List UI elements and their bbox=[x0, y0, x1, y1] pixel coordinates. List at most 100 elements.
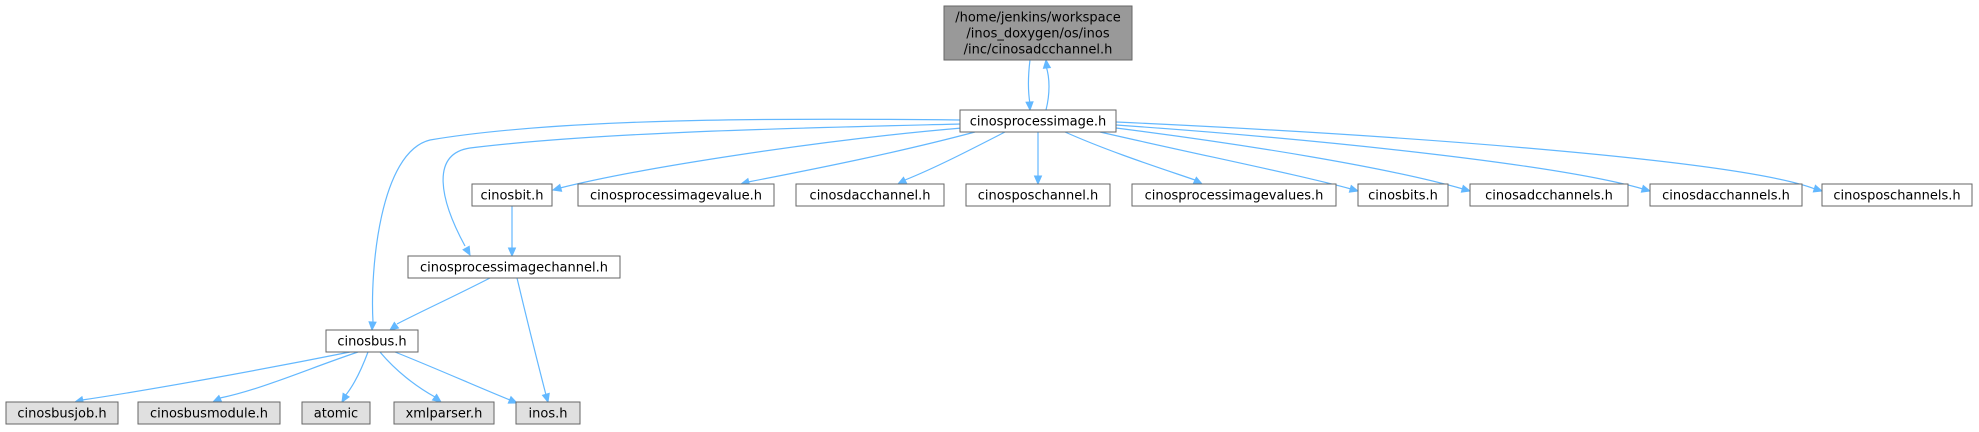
node-label: cinosbus.h bbox=[337, 335, 406, 350]
node-box bbox=[577, 183, 775, 207]
edge-arrowhead bbox=[341, 392, 351, 404]
edge-line bbox=[1099, 131, 1352, 190]
edge-line bbox=[442, 123, 961, 247]
edge-pimage-to-bit bbox=[551, 127, 963, 192]
edge-arrowhead bbox=[896, 176, 908, 185]
edge-bus-to-busmod bbox=[211, 351, 359, 403]
edge-bus-to-xml bbox=[379, 351, 443, 403]
node-label: cinosbusmodule.h bbox=[150, 407, 268, 422]
edge-line bbox=[1115, 124, 1644, 190]
edge-arrowhead bbox=[462, 245, 471, 257]
edge-bus-to-atomic bbox=[341, 351, 369, 404]
edge-line bbox=[1115, 127, 1464, 190]
edge-pimage-to-adcs bbox=[1115, 127, 1472, 193]
edge-pichan-to-bus bbox=[388, 277, 491, 331]
edge-line bbox=[516, 277, 547, 396]
nodes-layer: /home/jenkins/workspace/inos_doxygen/os/… bbox=[5, 5, 1973, 425]
node-label: cinosprocessimagechannel.h bbox=[420, 261, 608, 276]
edge-arrowhead bbox=[211, 394, 223, 403]
node-label: cinosposchannels.h bbox=[1833, 189, 1960, 204]
node-label: cinosbusjob.h bbox=[17, 407, 106, 422]
edge-arrowhead bbox=[1460, 184, 1472, 193]
node-box bbox=[301, 401, 371, 425]
edge-bit-to-pichan bbox=[507, 206, 517, 258]
edge-arrowhead bbox=[507, 247, 517, 258]
node-box bbox=[5, 401, 119, 425]
edge-arrowhead bbox=[1192, 176, 1204, 185]
node-dacs[interactable]: cinosdacchannels.h bbox=[1649, 183, 1803, 207]
node-adcs[interactable]: cinosadcchannels.h bbox=[1469, 183, 1629, 207]
node-label: cinosprocessimagevalues.h bbox=[1145, 189, 1324, 204]
edge-line bbox=[1045, 65, 1050, 111]
node-box bbox=[471, 183, 553, 207]
edge-arrowhead bbox=[1033, 175, 1043, 186]
edge-arrowhead bbox=[388, 321, 400, 331]
node-root[interactable]: /home/jenkins/workspace/inos_doxygen/os/… bbox=[943, 5, 1133, 61]
edge-arrowhead bbox=[1348, 184, 1360, 193]
node-pos[interactable]: cinosposchannel.h bbox=[965, 183, 1111, 207]
node-dac[interactable]: cinosdacchannel.h bbox=[795, 183, 945, 207]
edge-bus-to-busjob bbox=[73, 351, 351, 405]
edge-pimage-to-poss bbox=[1115, 121, 1824, 193]
node-box bbox=[795, 183, 945, 207]
node-box bbox=[1649, 183, 1803, 207]
edge-line bbox=[394, 351, 511, 401]
node-bits[interactable]: cinosbits.h bbox=[1357, 183, 1449, 207]
edge-arrowhead bbox=[431, 393, 443, 403]
node-inos[interactable]: inos.h bbox=[515, 401, 581, 425]
node-box bbox=[959, 109, 1117, 133]
node-xml[interactable]: xmlparser.h bbox=[393, 401, 495, 425]
node-pivalues[interactable]: cinosprocessimagevalues.h bbox=[1131, 183, 1337, 207]
edge-pimage-to-bus bbox=[368, 118, 961, 332]
edge-line bbox=[1115, 121, 1816, 190]
node-bit[interactable]: cinosbit.h bbox=[471, 183, 553, 207]
node-label: /inos_doxygen/os/inos bbox=[966, 27, 1109, 42]
edge-arrowhead bbox=[1025, 101, 1034, 112]
edge-line bbox=[344, 351, 369, 397]
node-pivalue[interactable]: cinosprocessimagevalue.h bbox=[577, 183, 775, 207]
edge-pimage-to-dac bbox=[896, 131, 1006, 185]
edge-root-to-pimage bbox=[1025, 59, 1034, 112]
node-label: cinosprocessimage.h bbox=[970, 115, 1107, 130]
node-bus[interactable]: cinosbus.h bbox=[325, 329, 419, 353]
node-label: cinosadcchannels.h bbox=[1485, 189, 1613, 204]
node-label: cinosprocessimagevalue.h bbox=[590, 189, 762, 204]
node-label: cinosdacchannel.h bbox=[810, 189, 931, 204]
node-busjob[interactable]: cinosbusjob.h bbox=[5, 401, 119, 425]
edge-line bbox=[396, 277, 491, 325]
node-label: cinosposchannel.h bbox=[978, 189, 1099, 204]
node-box bbox=[965, 183, 1111, 207]
edge-line bbox=[747, 131, 976, 183]
edge-line bbox=[1064, 131, 1196, 181]
edge-line bbox=[379, 351, 436, 398]
node-box bbox=[943, 5, 1133, 61]
node-pichan[interactable]: cinosprocessimagechannel.h bbox=[407, 255, 621, 279]
node-busmod[interactable]: cinosbusmodule.h bbox=[137, 401, 281, 425]
node-box bbox=[515, 401, 581, 425]
edge-pimage-to-root bbox=[1042, 58, 1052, 111]
node-atomic[interactable]: atomic bbox=[301, 401, 371, 425]
edge-arrowhead bbox=[541, 392, 550, 404]
edge-line bbox=[904, 131, 1006, 181]
node-poss[interactable]: cinosposchannels.h bbox=[1821, 183, 1973, 207]
node-box bbox=[1131, 183, 1337, 207]
node-label: cinosbits.h bbox=[1368, 189, 1438, 204]
edge-line bbox=[1027, 59, 1031, 105]
node-label: xmlparser.h bbox=[406, 407, 483, 422]
node-box bbox=[407, 255, 621, 279]
edge-pimage-to-pichan bbox=[442, 123, 961, 257]
edge-arrowhead bbox=[507, 395, 519, 404]
edge-pichan-to-inos bbox=[516, 277, 550, 404]
node-box bbox=[137, 401, 281, 425]
edge-arrowhead bbox=[551, 183, 563, 192]
node-label: /home/jenkins/workspace bbox=[955, 11, 1121, 26]
node-box bbox=[1469, 183, 1629, 207]
node-pimage[interactable]: cinosprocessimage.h bbox=[959, 109, 1117, 133]
edge-pimage-to-dacs bbox=[1115, 124, 1652, 193]
edge-arrowhead bbox=[1640, 184, 1652, 193]
node-box bbox=[1357, 183, 1449, 207]
node-label: cinosdacchannels.h bbox=[1662, 189, 1790, 204]
edge-arrowhead bbox=[1812, 184, 1824, 193]
node-label: /inc/cinosadcchannel.h bbox=[964, 43, 1113, 58]
